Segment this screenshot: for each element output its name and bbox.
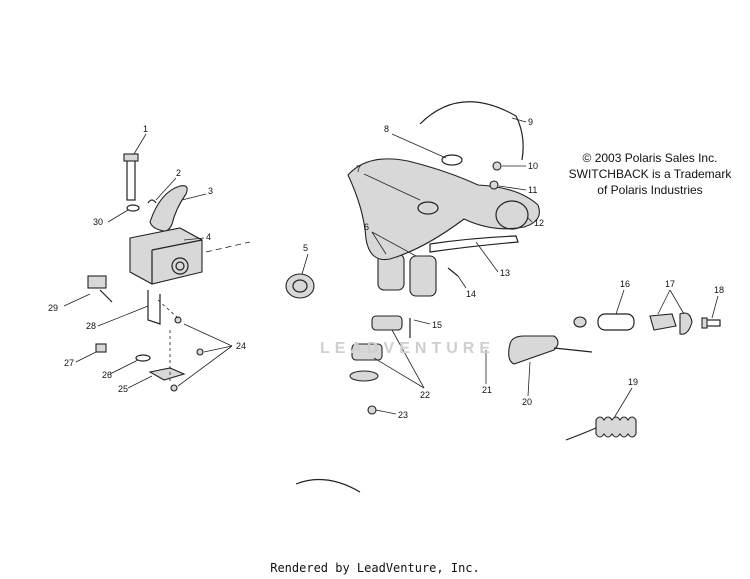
callout-23: 23: [398, 410, 408, 420]
leader-lines: [63, 117, 719, 419]
part-9-strap: [419, 101, 524, 161]
callout-2: 2: [176, 168, 181, 178]
callout-27: 27: [64, 358, 74, 368]
part-5-grip-end: [285, 273, 315, 299]
callout-19: 19: [628, 377, 638, 387]
part-29-knob: [87, 275, 113, 303]
part-21-handlebar: [317, 297, 499, 355]
copyright-line-3: of Polaris Industries: [597, 183, 703, 197]
callout-16: 16: [620, 279, 630, 289]
part-26-nut: [135, 354, 151, 362]
part-8-oval: [441, 154, 463, 166]
callout-22: 22: [420, 390, 430, 400]
callout-9: 9: [528, 117, 533, 127]
part-4-housing: [129, 227, 203, 285]
part-25-plate: [148, 367, 186, 381]
part-20-switch-housing: [508, 335, 593, 365]
part-1-bolt: [123, 153, 139, 201]
copyright-block: © 2003 Polaris Sales Inc. SWITCHBACK is …: [560, 150, 740, 198]
callout-21: 21: [482, 385, 492, 395]
copyright-line-1: © 2003 Polaris Sales Inc.: [582, 151, 718, 165]
part-23-nut: [367, 405, 377, 415]
callout-20: 20: [522, 397, 532, 407]
callout-4: 4: [206, 232, 211, 242]
part-27-nut: [95, 343, 107, 353]
footer-credit: Rendered by LeadVenture, Inc.: [270, 561, 480, 575]
part-11-nut: [489, 180, 499, 190]
callout-15: 15: [432, 320, 442, 330]
callout-14: 14: [466, 289, 476, 299]
callout-25: 25: [118, 384, 128, 394]
callout-26: 26: [102, 370, 112, 380]
part-18-bolt: [701, 317, 721, 329]
callout-13: 13: [500, 268, 510, 278]
part-17-grip-ends: [649, 312, 693, 335]
copyright-line-2: SWITCHBACK is a Trademark: [568, 167, 732, 181]
part-6-grip-halves: [377, 253, 437, 297]
part-14-screw: [447, 267, 459, 277]
part-3-lever: [149, 185, 188, 232]
callout-29: 29: [48, 303, 58, 313]
part-7-pad-cover: [347, 158, 540, 261]
part-19-coiled-wire: [565, 416, 637, 441]
part-22-clamps: [351, 315, 403, 361]
callout-1: 1: [143, 124, 148, 134]
part-16-grip: [573, 313, 635, 331]
callout-12: 12: [534, 218, 544, 228]
callout-18: 18: [714, 285, 724, 295]
watermark-text: LEADVENTURE: [320, 340, 496, 357]
part-28-bracket: [147, 290, 161, 325]
callout-7: 7: [356, 164, 361, 174]
part-2-clip: [147, 199, 157, 204]
steering-post: [295, 370, 379, 493]
callout-3: 3: [208, 186, 213, 196]
callout-numbers: 1 2 3 4 5 6 7 8 9 10 11 12 13 14 15 16 1…: [48, 117, 724, 420]
part-10-nut: [492, 161, 502, 171]
callout-8: 8: [384, 124, 389, 134]
callout-17: 17: [665, 279, 675, 289]
callout-28: 28: [86, 321, 96, 331]
callout-6: 6: [364, 222, 369, 232]
part-13-strip: [429, 235, 519, 253]
callout-30: 30: [93, 217, 103, 227]
callout-11: 11: [528, 185, 537, 195]
callout-24: 24: [236, 341, 246, 351]
part-24-screws: [170, 316, 204, 392]
callout-10: 10: [528, 161, 538, 171]
part-30-washer: [126, 204, 140, 212]
callout-5: 5: [303, 243, 308, 253]
